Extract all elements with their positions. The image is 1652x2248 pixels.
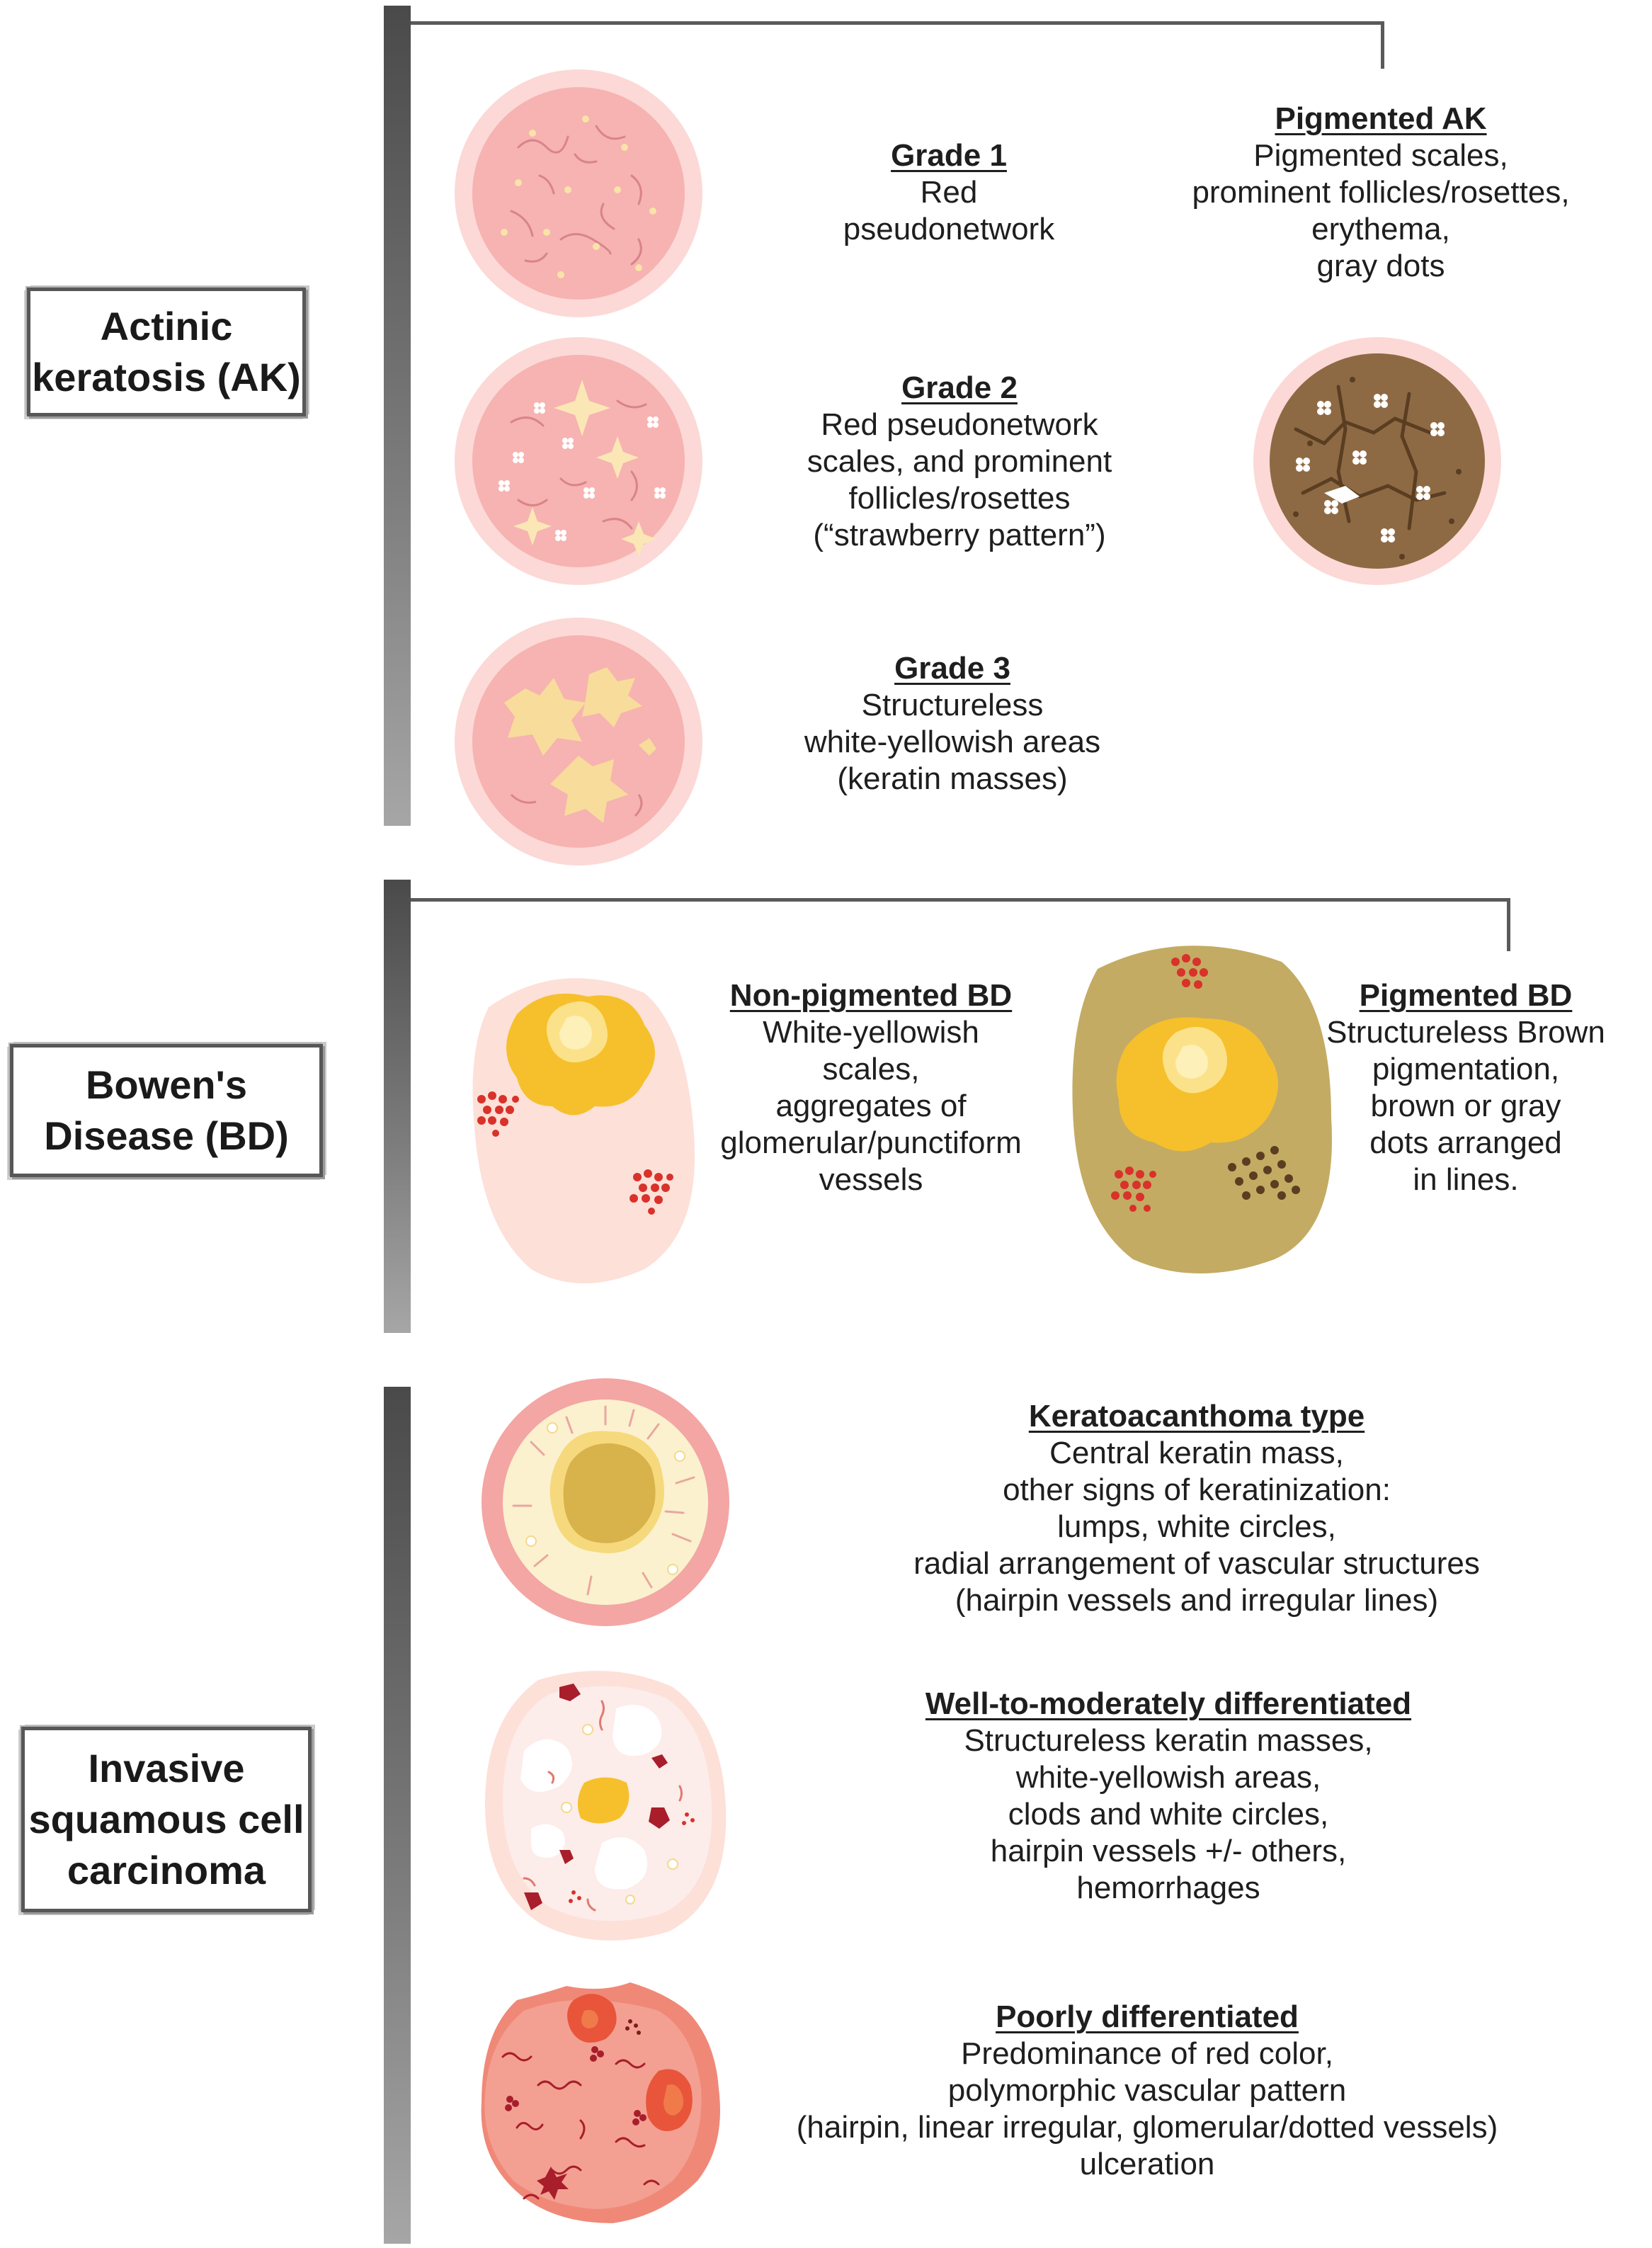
scc-welldiff-title: Well-to-moderately differentiated bbox=[925, 1686, 1412, 1721]
ak-grade3-title: Grade 3 bbox=[894, 651, 1010, 686]
ak-grade1-title: Grade 1 bbox=[891, 138, 1007, 173]
ak-grade1-lesion-illustration bbox=[455, 69, 702, 317]
bd-pigmented-lesion-illustration bbox=[1072, 946, 1332, 1273]
scc-welldiff-description: Well-to-moderately differentiated Struct… bbox=[878, 1686, 1459, 1907]
ak-grade1-description: Grade 1 Red pseudonetwork bbox=[807, 137, 1090, 248]
ak-grade2-title: Grade 2 bbox=[901, 370, 1018, 405]
bd-timeline-bar bbox=[384, 880, 411, 1333]
bd-pigmented-description: Pigmented BD Structureless Brown pigment… bbox=[1310, 977, 1622, 1198]
scc-poorly-description: Poorly differentiated Predominance of re… bbox=[772, 1999, 1522, 2183]
scc-poorly-lesion-illustration bbox=[481, 1982, 720, 2223]
bd-nonpigmented-title: Non-pigmented BD bbox=[729, 978, 1013, 1013]
ak-bracket bbox=[411, 21, 1384, 69]
ak-pigmented-description: Pigmented AK Pigmented scales, prominent… bbox=[1154, 101, 1607, 285]
scc-keratoacanthoma-title: Keratoacanthoma type bbox=[1028, 1399, 1365, 1434]
ak-grade3-description: Grade 3 Structureless white-yellowish ar… bbox=[765, 650, 1140, 797]
bd-nonpigmented-lesion-illustration bbox=[472, 978, 695, 1283]
ak-pigmented-title: Pigmented AK bbox=[1275, 101, 1487, 136]
ak-timeline-bar bbox=[384, 6, 411, 826]
scc-keratoacanthoma-lesion-illustration bbox=[482, 1378, 729, 1626]
bd-bracket bbox=[411, 898, 1510, 951]
ak-pigmented-lesion-illustration bbox=[1253, 337, 1501, 585]
scc-timeline-bar bbox=[384, 1387, 411, 2244]
ak-grade2-description: Grade 2 Red pseudonetwork scales, and pr… bbox=[751, 370, 1168, 554]
scc-welldiff-lesion-illustration bbox=[485, 1671, 727, 1941]
ak-grade2-lesion-illustration bbox=[455, 337, 702, 585]
bd-nonpigmented-description: Non-pigmented BD White-yellowish scales,… bbox=[701, 977, 1041, 1198]
bd-pigmented-title: Pigmented BD bbox=[1359, 978, 1573, 1013]
scc-keratoacanthoma-description: Keratoacanthoma type Central keratin mas… bbox=[878, 1398, 1515, 1619]
scc-poorly-title: Poorly differentiated bbox=[996, 1999, 1299, 2034]
ak-grade3-lesion-illustration bbox=[455, 618, 702, 865]
